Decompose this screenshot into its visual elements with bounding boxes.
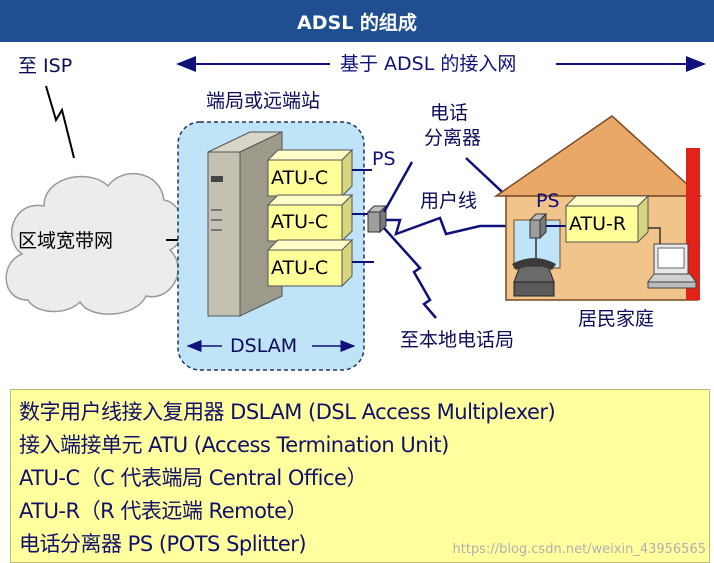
note-dslam: 数字用户线接入复用器 DSLAM (DSL Access Multiplexer… (19, 400, 556, 424)
note-atu-c: ATU-C（C 代表端局 Central Office） (19, 466, 367, 490)
page-title: ADSL 的组成 (297, 11, 417, 34)
watermark: https://blog.csdn.net/weixin_43956565 (452, 542, 706, 557)
atu-c-label-1: ATU-C (271, 167, 329, 189)
note-atu-r: ATU-R（R 代表远端 Remote） (19, 499, 308, 523)
title-bar: ADSL 的组成 (0, 0, 714, 42)
note-atu: 接入端接单元 ATU (Access Termination Unit) (19, 433, 449, 457)
ps-label-left: PS (372, 148, 396, 170)
splitter-label-line2: 分离器 (424, 127, 482, 149)
isp-label: 至 ISP (18, 55, 73, 77)
atu-c-module-2 (266, 193, 354, 243)
atu-c-module-1 (266, 148, 354, 198)
atu-c-module-3 (266, 238, 354, 288)
user-line-label: 用户线 (420, 190, 478, 212)
station-label: 端局或远端站 (206, 90, 321, 112)
telephone-icon (512, 258, 556, 297)
notes-box: 数字用户线接入复用器 DSLAM (DSL Access Multiplexer… (10, 389, 710, 563)
regional-network-cloud (5, 172, 184, 315)
note-ps: 电话分离器 PS (POTS Splitter) (19, 532, 307, 556)
dslam-label: DSLAM (230, 335, 298, 357)
home-label: 居民家庭 (578, 308, 655, 330)
cloud-label: 区域宽带网 (18, 230, 114, 252)
atu-c-label-2: ATU-C (271, 211, 329, 233)
local-office-label: 至本地电话局 (400, 329, 515, 351)
computer-icon (647, 243, 697, 289)
isp-link-zigzag (45, 85, 75, 159)
splitter-label-line1: 电话 (430, 102, 469, 124)
splitter-left (366, 204, 388, 234)
atu-r-label: ATU-R (569, 213, 627, 235)
atu-c-label-3: ATU-C (271, 257, 329, 279)
access-network-label: 基于 ADSL 的接入网 (340, 53, 517, 75)
ps-label-right: PS (536, 190, 560, 212)
